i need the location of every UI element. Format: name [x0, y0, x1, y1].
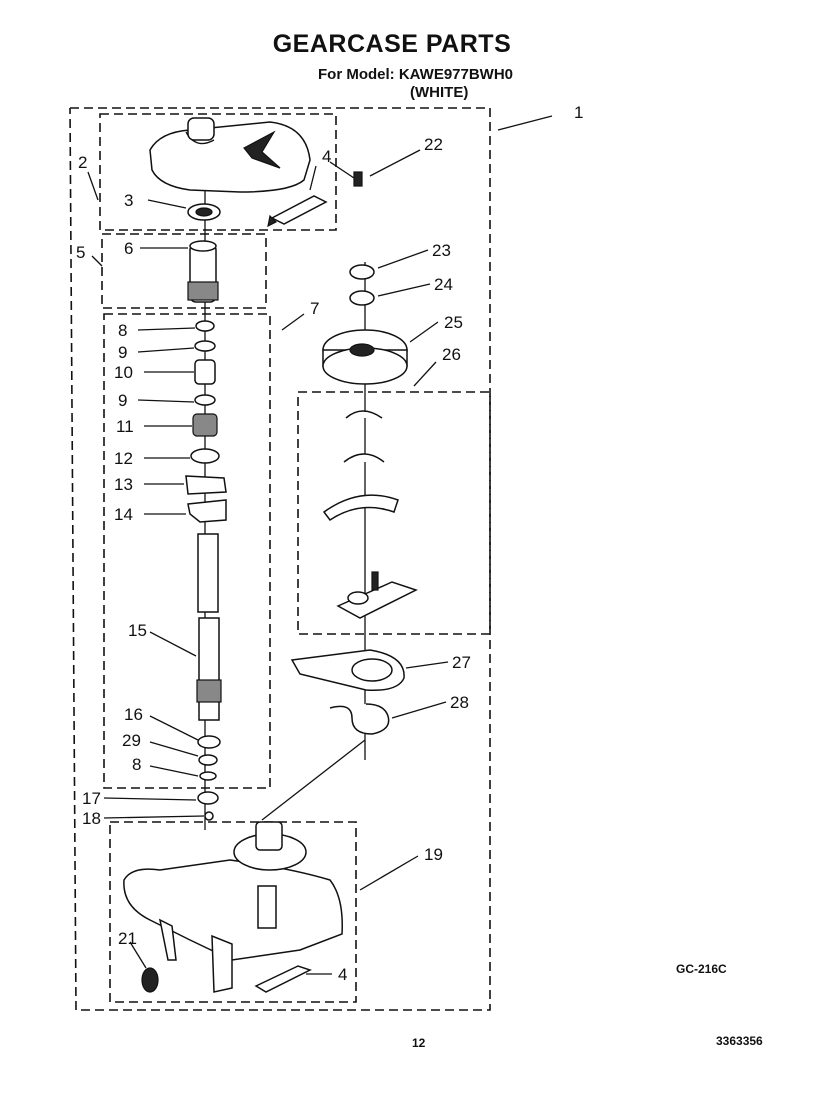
screw-22	[353, 171, 363, 187]
callout-9-top: 9	[118, 343, 128, 362]
link-line	[261, 739, 366, 821]
gearcase-housing	[123, 859, 343, 961]
seal-16	[197, 735, 221, 749]
callout-27: 27	[452, 653, 471, 672]
clutch-13	[185, 475, 227, 495]
cover-box-2	[99, 113, 337, 231]
ring-23	[349, 264, 375, 280]
callout-11: 11	[116, 417, 134, 436]
callout-21: 21	[118, 929, 137, 948]
shaft-15-lower	[198, 617, 220, 721]
spring-28	[329, 703, 390, 735]
model-label: For Model: KAWE977BWH0	[318, 66, 514, 83]
page-number: 12	[412, 1036, 426, 1050]
ring-24	[349, 290, 375, 306]
callout-16: 16	[124, 705, 143, 724]
gear-11	[192, 413, 218, 437]
callout-29: 29	[122, 731, 141, 750]
shaft-box-7	[103, 313, 271, 789]
callout-2: 2	[78, 153, 88, 172]
housing-box-19	[109, 821, 357, 1003]
figure-code: GC-216C	[676, 962, 727, 976]
callout-26: 26	[442, 345, 461, 364]
callout-3: 3	[124, 191, 134, 210]
cam-14	[187, 499, 227, 523]
shifter-fork	[322, 494, 399, 522]
washer-29	[198, 754, 218, 766]
ring-8-top	[195, 320, 215, 332]
callout-10: 10	[114, 363, 133, 382]
callout-13: 13	[114, 475, 133, 494]
ring-8-bottom	[199, 771, 217, 781]
callout-7: 7	[310, 299, 320, 318]
callout-8-top: 8	[118, 321, 128, 340]
callout-15: 15	[128, 621, 147, 640]
shifter-spring-mid	[343, 453, 385, 463]
callout-6: 6	[124, 239, 134, 258]
callout-4-bottom: 4	[338, 965, 348, 984]
callout-14: 14	[114, 505, 133, 524]
callout-19: 19	[424, 845, 443, 864]
callout-23: 23	[432, 241, 451, 260]
color-label: (WHITE)	[410, 84, 469, 101]
callout-22: 22	[424, 135, 443, 154]
callout-25: 25	[444, 313, 463, 332]
pinion-box-5	[101, 233, 267, 309]
callout-4-top: 4	[322, 147, 332, 166]
shaft-15-upper	[197, 533, 219, 613]
callout-8-bottom: 8	[132, 755, 142, 774]
callout-18: 18	[82, 809, 101, 828]
spring-10	[194, 359, 216, 385]
ring-12	[190, 448, 220, 464]
callout-5: 5	[76, 243, 86, 262]
part-number: 3363356	[716, 1034, 763, 1048]
page-title: GEARCASE PARTS	[272, 30, 512, 58]
shifter-spring-top	[345, 410, 383, 419]
washer-9-mid	[194, 394, 216, 406]
bearing-17	[197, 791, 219, 805]
gearcase-cover	[149, 121, 311, 193]
shifter-box-26	[297, 391, 491, 635]
callout-1: 1	[574, 103, 584, 122]
washer-21	[141, 967, 159, 993]
grease-tube-bottom	[254, 965, 312, 993]
callout-28: 28	[450, 693, 469, 712]
callout-17: 17	[82, 789, 101, 808]
callout-12: 12	[114, 449, 133, 468]
callout-9-mid: 9	[118, 391, 128, 410]
callout-24: 24	[434, 275, 453, 294]
washer-9-top	[194, 340, 216, 352]
grease-tube-top	[270, 195, 328, 225]
ball-18	[204, 811, 214, 821]
